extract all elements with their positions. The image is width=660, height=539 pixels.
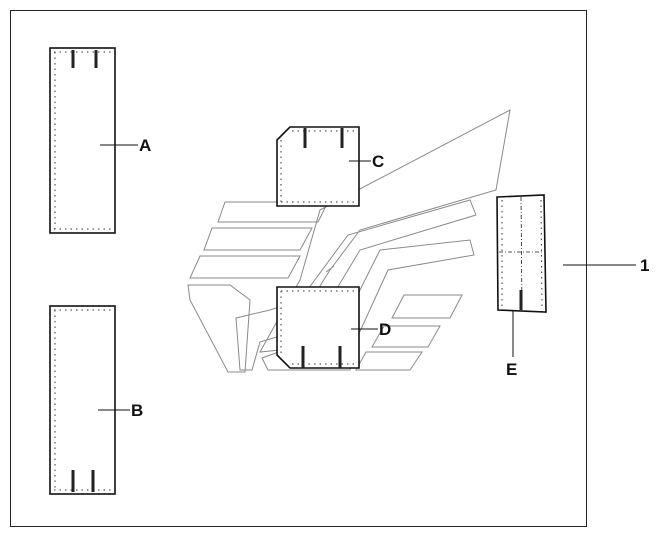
- callout-b: B: [131, 401, 143, 420]
- panel-a: [49, 47, 116, 234]
- decal-tick: [325, 265, 335, 273]
- panel-c: [276, 126, 360, 207]
- decal-stripe-3: [189, 255, 301, 279]
- callout-a: A: [139, 136, 151, 155]
- decal-left-bracket: [187, 284, 251, 373]
- drawing-frame: [10, 10, 587, 527]
- panel-d: [276, 286, 360, 369]
- decal-small-stripe-1: [391, 294, 463, 319]
- decal-small-stripe-2: [371, 325, 441, 348]
- callout-e: E: [506, 360, 517, 379]
- callout-d: D: [379, 320, 391, 339]
- panel-e: [496, 194, 547, 313]
- panel-b: [49, 305, 116, 495]
- decal-swoosh-lower: [261, 239, 475, 371]
- callout-1: 1: [640, 256, 649, 275]
- callout-c: C: [372, 152, 384, 171]
- decal-stripe-2: [203, 227, 313, 251]
- decal-small-stripe-3: [355, 351, 423, 371]
